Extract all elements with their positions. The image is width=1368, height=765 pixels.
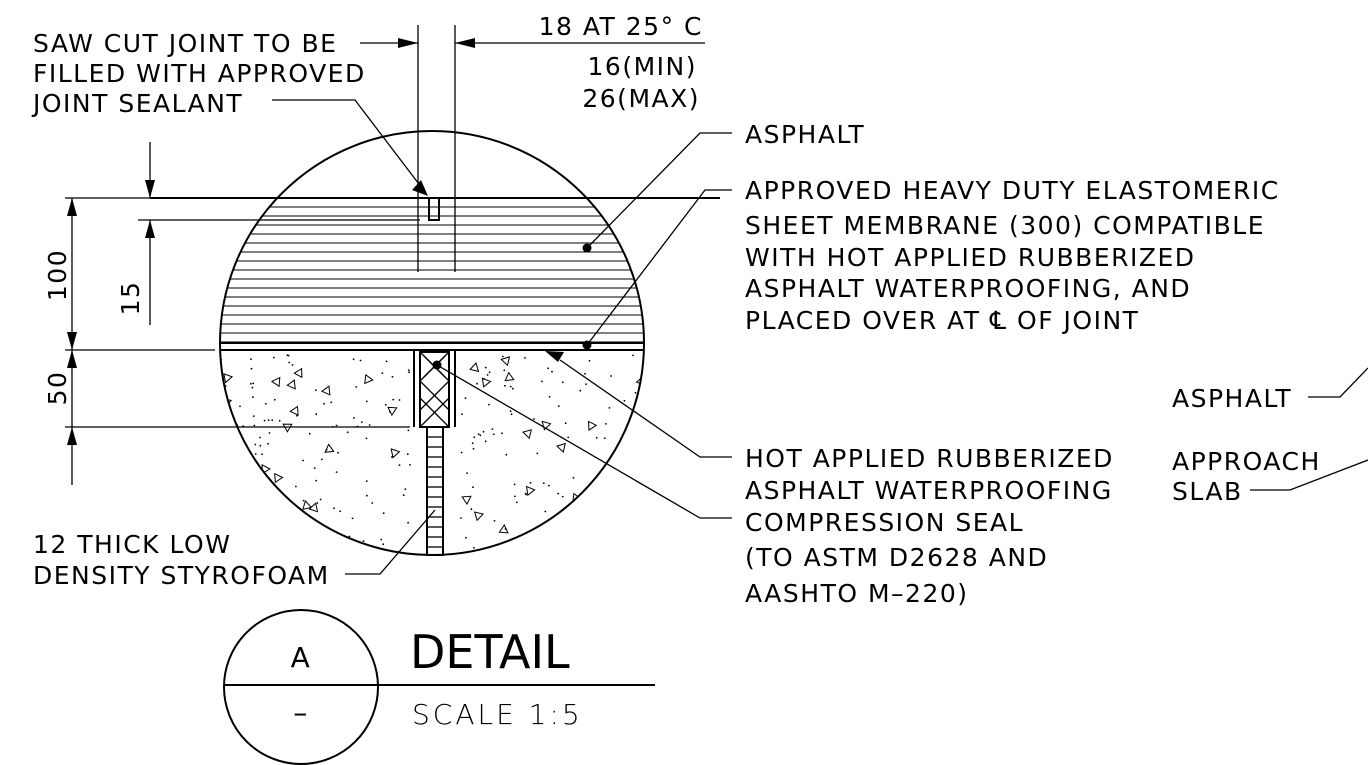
svg-text:12 THICK LOW: 12 THICK LOW: [33, 530, 231, 559]
dim-100: 100: [43, 249, 72, 301]
callout-circle: [223, 609, 379, 765]
svg-text:HOT APPLIED RUBBERIZED: HOT APPLIED RUBBERIZED: [745, 444, 1114, 473]
svg-text:26(MAX): 26(MAX): [582, 84, 700, 113]
saw-cut-label: SAW CUT JOINT TO BE FILLED WITH APPROVED…: [31, 29, 366, 118]
hot-applied-label: HOT APPLIED RUBBERIZED ASPHALT WATERPROO…: [745, 444, 1114, 505]
detail-scale: SCALE 1:5: [412, 698, 583, 731]
svg-text:APPROVED HEAVY DUTY ELASTOMERI: APPROVED HEAVY DUTY ELASTOMERIC: [745, 176, 1280, 205]
svg-text:16(MIN): 16(MIN): [588, 52, 697, 81]
svg-text:AASHTO M–220): AASHTO M–220): [745, 579, 969, 608]
asphalt-label: ASPHALT: [745, 120, 865, 149]
detail-circle-outline: [219, 130, 645, 556]
svg-text:(TO ASTM D2628 AND: (TO ASTM D2628 AND: [745, 543, 1048, 572]
dim-50: 50: [43, 371, 72, 406]
saw-cut-joint: [428, 197, 440, 221]
svg-text:18 AT 25° C: 18 AT 25° C: [539, 12, 703, 41]
svg-text:COMPRESSION SEAL: COMPRESSION SEAL: [745, 508, 1024, 537]
svg-text:JOINT SEALANT: JOINT SEALANT: [31, 89, 243, 118]
sheet-ref: –: [293, 696, 309, 729]
svg-text:ASPHALT WATERPROOFING: ASPHALT WATERPROOFING: [745, 476, 1113, 505]
gap-dimension-label: 18 AT 25° C 16(MIN) 26(MAX): [539, 12, 703, 113]
svg-text:SHEET MEMBRANE (300) COMPATIBL: SHEET MEMBRANE (300) COMPATIBLE: [745, 211, 1265, 240]
side-asphalt-label: ASPHALT: [1172, 384, 1292, 413]
svg-text:PLACED OVER AT ℄ OF JOINT: PLACED OVER AT ℄ OF JOINT: [745, 306, 1139, 335]
svg-text:SAW CUT JOINT TO BE: SAW CUT JOINT TO BE: [33, 29, 337, 58]
approach-slab-label: APPROACH SLAB: [1172, 447, 1321, 506]
detail-title: DETAIL: [410, 625, 570, 679]
detail-title-block: A – DETAIL SCALE 1:5: [223, 609, 655, 765]
detail-letter: A: [291, 641, 312, 674]
dim-15: 15: [116, 281, 145, 316]
svg-text:ASPHALT WATERPROOFING, AND: ASPHALT WATERPROOFING, AND: [745, 274, 1191, 303]
membrane-label: APPROVED HEAVY DUTY ELASTOMERIC SHEET ME…: [745, 176, 1280, 335]
svg-text:SLAB: SLAB: [1172, 477, 1243, 506]
svg-text:DENSITY STYROFOAM: DENSITY STYROFOAM: [33, 561, 330, 590]
svg-text:APPROACH: APPROACH: [1172, 447, 1321, 476]
asphalt-hatch: [220, 206, 644, 343]
compression-seal-label: COMPRESSION SEAL (TO ASTM D2628 AND AASH…: [745, 508, 1048, 608]
detail-circle: [150, 130, 720, 556]
joint-gap-lines: [413, 350, 456, 427]
dimension-lines: [65, 38, 705, 485]
svg-text:FILLED WITH APPROVED: FILLED WITH APPROVED: [33, 59, 366, 88]
svg-text:WITH HOT APPLIED RUBBERIZED: WITH HOT APPLIED RUBBERIZED: [745, 243, 1196, 272]
styrofoam-label: 12 THICK LOW DENSITY STYROFOAM: [33, 530, 330, 590]
leader-lines: [272, 99, 1368, 575]
